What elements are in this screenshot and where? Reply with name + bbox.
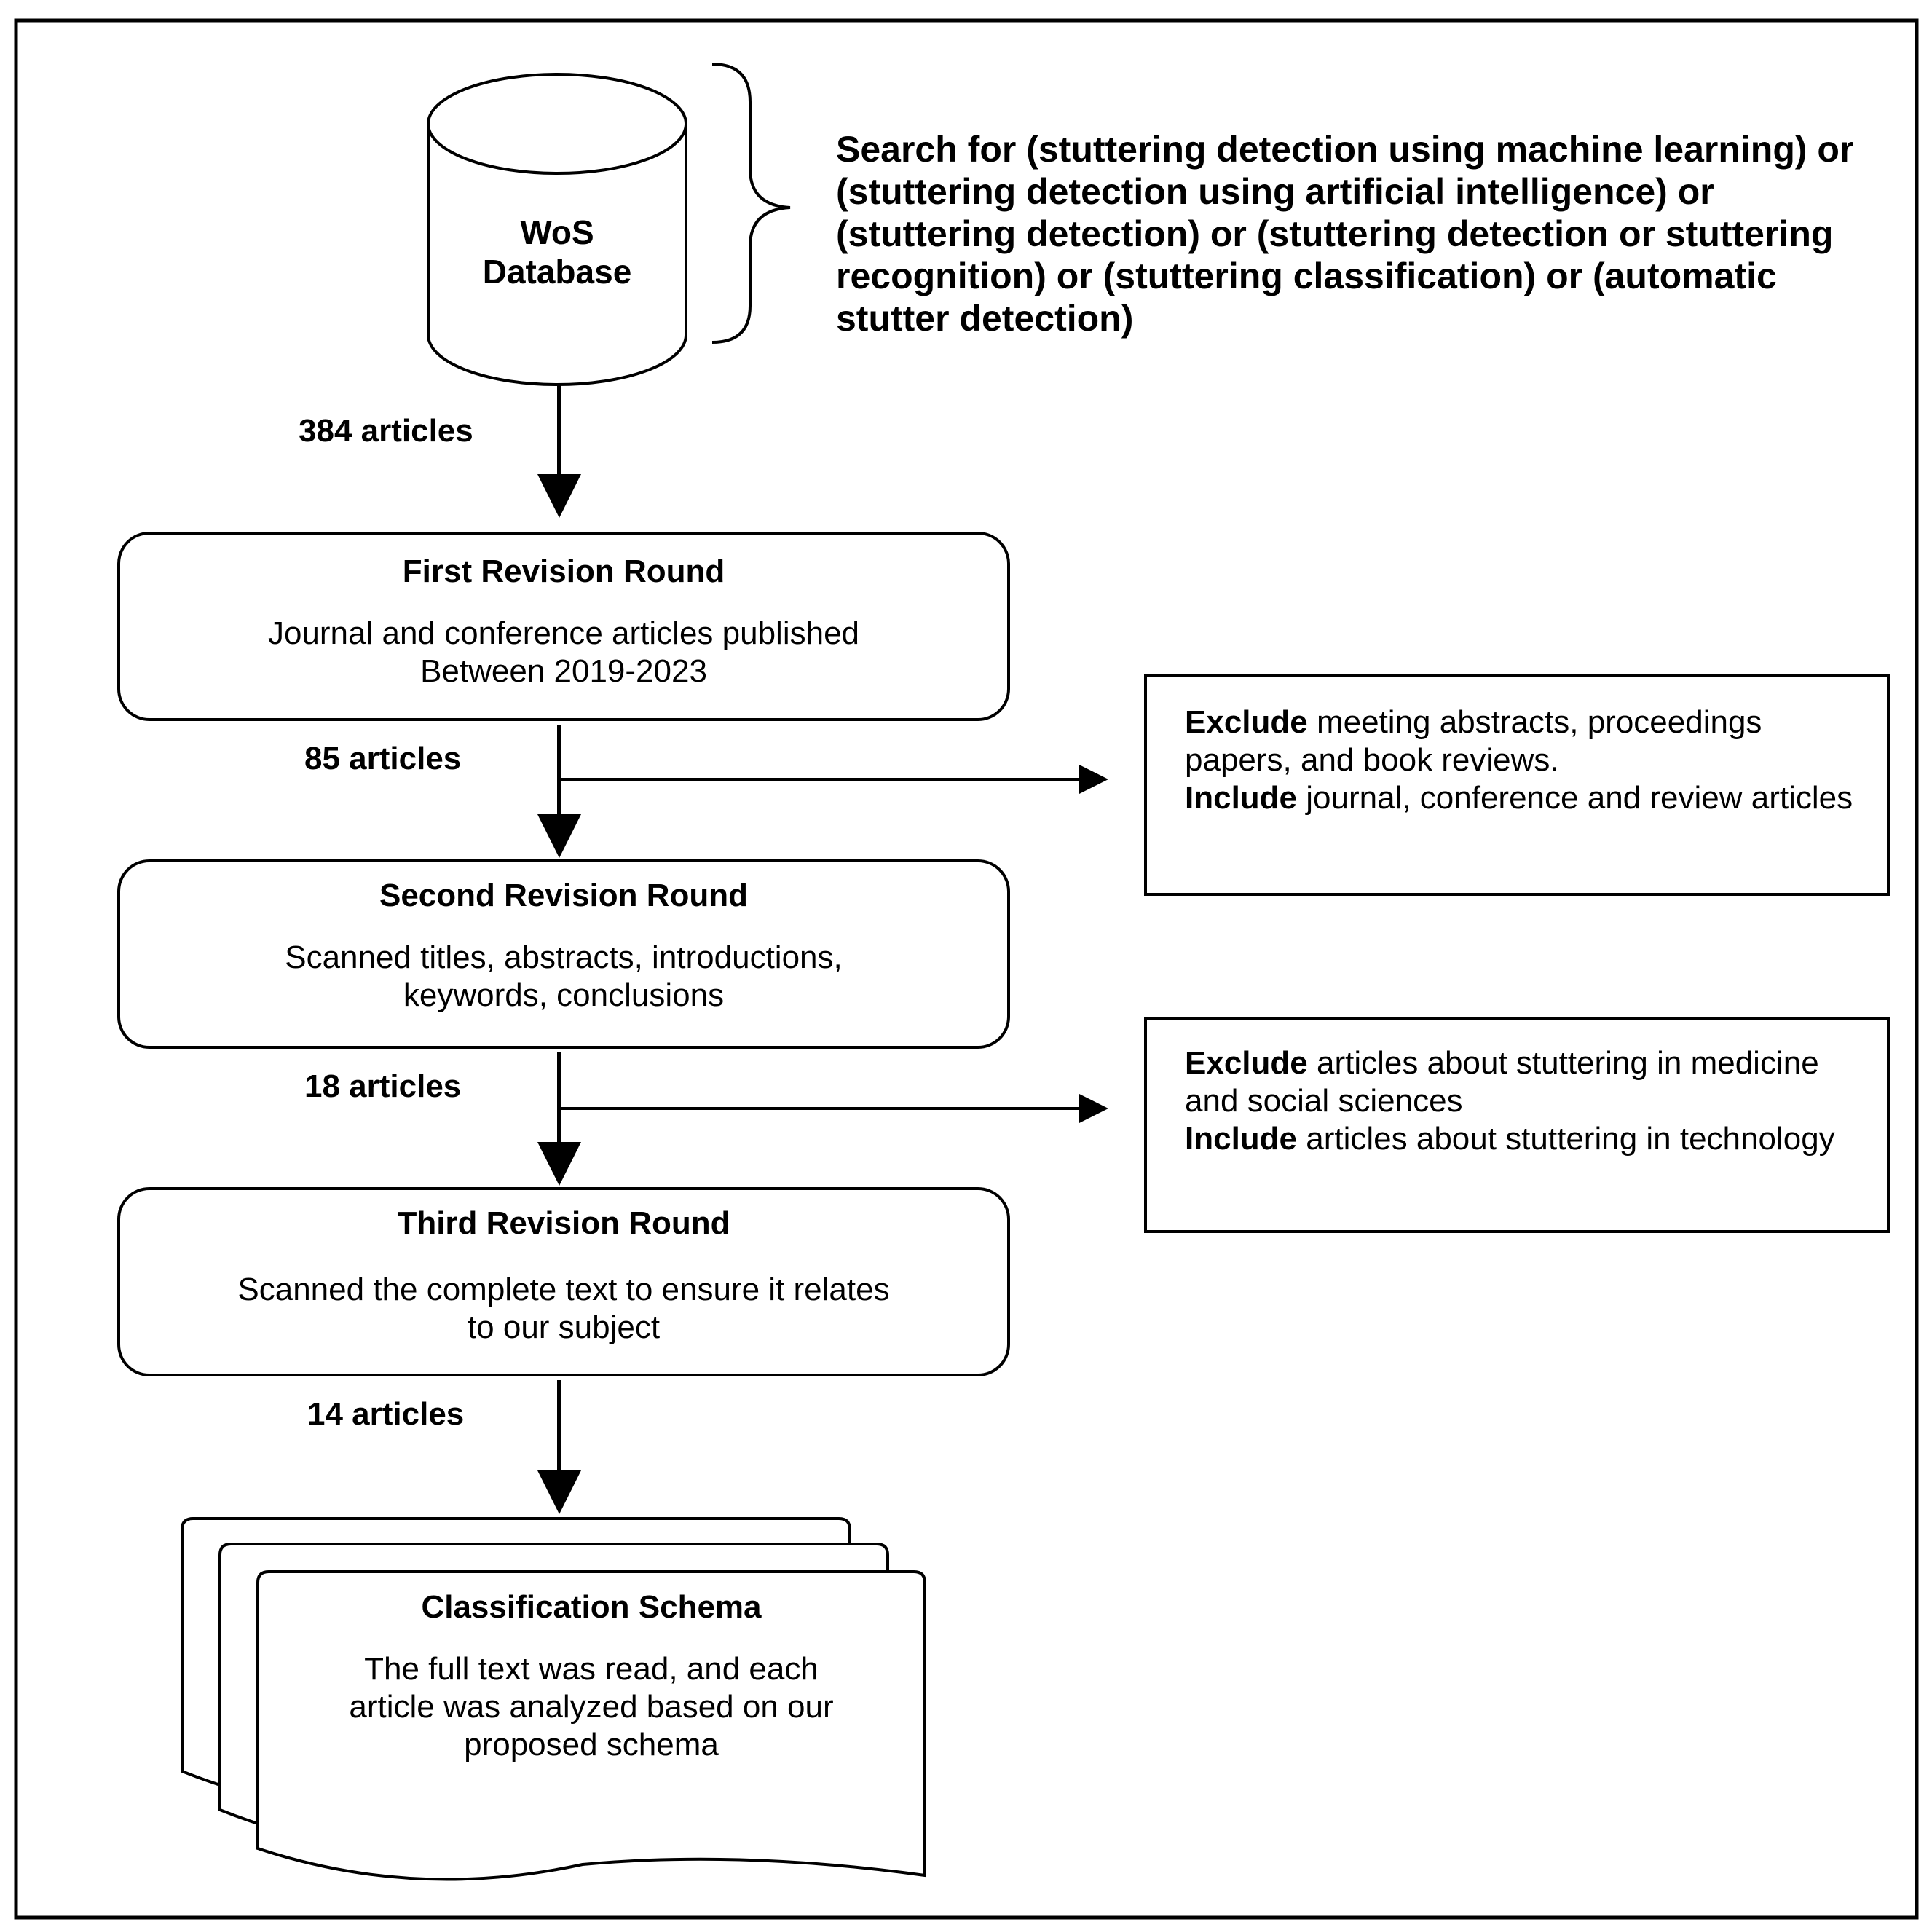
- round-2: Second Revision Round Scanned titles, ab…: [119, 876, 1009, 1015]
- round-2-box: [117, 859, 1010, 1049]
- round-3-line1: Scanned the complete text to ensure it r…: [237, 1272, 890, 1307]
- round-2-title: Second Revision Round: [379, 878, 749, 913]
- round-3-title: Third Revision Round: [397, 1205, 730, 1241]
- round-1: First Revision Round Journal and confere…: [119, 552, 1009, 690]
- criteria-2-exclude-word: Exclude: [1185, 1045, 1308, 1081]
- criteria-1-exclude: Exclude meeting abstracts, proceedings p…: [1185, 704, 1862, 779]
- database-label: WoS Database: [428, 213, 686, 291]
- database-label-line2: Database: [482, 253, 632, 291]
- round-1-box: [117, 532, 1010, 721]
- criteria-2: Exclude articles about stuttering in med…: [1185, 1044, 1862, 1158]
- schema-line2: article was analyzed based on our: [349, 1689, 834, 1725]
- criteria-1-exclude-word: Exclude: [1185, 704, 1308, 740]
- schema-line3: proposed schema: [464, 1727, 719, 1762]
- round-3-box: [117, 1187, 1010, 1376]
- round-1-title: First Revision Round: [402, 554, 725, 589]
- count-after-round3: 14 articles: [307, 1396, 465, 1432]
- criteria-box-2: [1144, 1017, 1890, 1233]
- database-cylinder-icon: [427, 73, 687, 386]
- round-2-line1: Scanned titles, abstracts, introductions…: [285, 940, 843, 975]
- round-1-line1: Journal and conference articles publishe…: [267, 615, 860, 651]
- document-stack-icon: [181, 1517, 926, 1881]
- schema-title: Classification Schema: [421, 1589, 762, 1625]
- criteria-box-1: [1144, 674, 1890, 896]
- criteria-1: Exclude meeting abstracts, proceedings p…: [1185, 704, 1862, 817]
- count-after-round1: 85 articles: [304, 741, 462, 776]
- criteria-1-include: Include journal, conference and review a…: [1185, 779, 1862, 817]
- criteria-2-include-text: articles about stuttering in technology: [1297, 1121, 1835, 1157]
- outer-frame: [14, 18, 1919, 1920]
- criteria-2-exclude-text: articles about stuttering in medicine an…: [1185, 1045, 1819, 1119]
- criteria-1-include-text: journal, conference and review articles: [1297, 780, 1853, 816]
- criteria-2-exclude: Exclude articles about stuttering in med…: [1185, 1044, 1862, 1120]
- schema: Classification Schema The full text was …: [258, 1588, 925, 1764]
- curly-brace: [711, 63, 791, 344]
- round-3: Third Revision Round Scanned the complet…: [119, 1204, 1009, 1347]
- criteria-1-include-word: Include: [1185, 780, 1298, 816]
- schema-line1: The full text was read, and each: [364, 1651, 819, 1687]
- round-2-line2: keywords, conclusions: [403, 977, 725, 1013]
- search-query: Search for (stuttering detection using m…: [836, 129, 1854, 339]
- round-3-line2: to our subject: [467, 1309, 661, 1345]
- database-label-line1: WoS: [520, 213, 594, 251]
- count-after-search: 384 articles: [299, 413, 473, 449]
- criteria-1-exclude-text: meeting abstracts, proceedings papers, a…: [1185, 704, 1762, 778]
- criteria-2-include-word: Include: [1185, 1121, 1298, 1157]
- criteria-2-include: Include articles about stuttering in tec…: [1185, 1120, 1862, 1158]
- count-after-round2: 18 articles: [304, 1068, 462, 1104]
- round-1-line2: Between 2019-2023: [420, 653, 707, 689]
